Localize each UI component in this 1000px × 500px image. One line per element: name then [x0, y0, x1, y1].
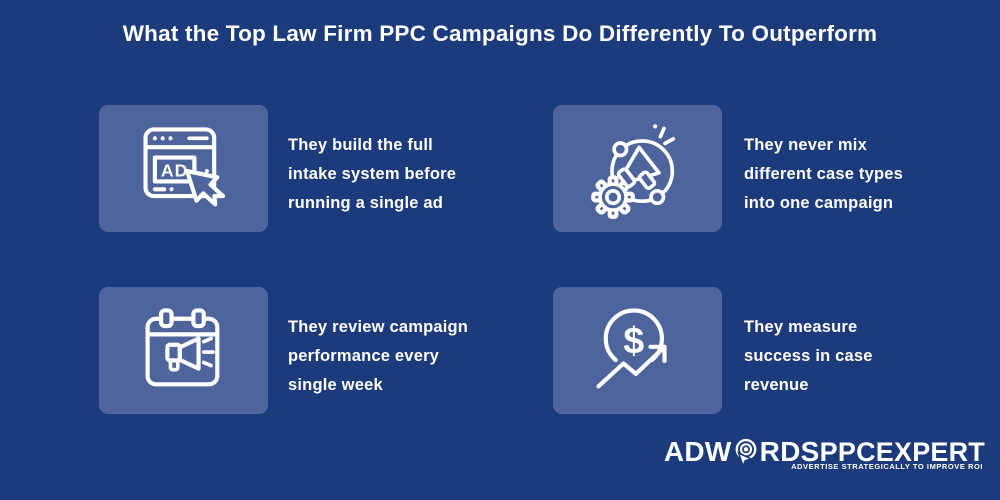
- feature-card-case-revenue: $: [553, 287, 722, 414]
- text-line: They build the full: [288, 136, 433, 154]
- dollar-growth-arrow-icon: $: [595, 307, 667, 388]
- text-line: into one campaign: [744, 194, 894, 212]
- text-line: revenue: [744, 376, 809, 394]
- page-title: What the Top Law Firm PPC Campaigns Do D…: [122, 21, 878, 46]
- text-line: They review campaign: [288, 318, 469, 336]
- text-line: running a single ad: [288, 194, 444, 212]
- feature-card-weekly-review: [99, 287, 268, 414]
- logo-bullseye-icon: [733, 438, 759, 469]
- feature-card-intake-system: AD: [99, 105, 268, 232]
- feature-card-case-types: [553, 105, 722, 232]
- megaphone-icon: [164, 335, 215, 372]
- megaphone-icon: [616, 145, 661, 190]
- logo-text-end: PPCEXPERT: [819, 436, 985, 467]
- text-line: intake system before: [288, 165, 457, 183]
- calendar-megaphone-icon: [145, 307, 219, 386]
- feature-text-case-types: They never mix different case types into…: [744, 131, 979, 218]
- megaphone-network-gear-icon: [590, 123, 675, 219]
- text-line: different case types: [744, 165, 903, 183]
- logo: ADW RDS PPCEXPERT ADVERTISE STRATEGICALL…: [663, 436, 985, 472]
- logo-tagline: ADVERTISE STRATEGICALLY TO IMPROVE ROI: [791, 462, 983, 471]
- logo-text-start: ADW: [663, 436, 732, 467]
- dollar-sign: $: [623, 319, 644, 361]
- feature-text-intake-system: They build the full intake system before…: [288, 131, 523, 218]
- cursor-arrow-icon: [184, 168, 225, 206]
- text-line: single week: [288, 376, 383, 394]
- cursor-arrow-icon: [736, 451, 754, 469]
- text-line: performance every: [288, 347, 440, 365]
- logo-text-mid: RDS: [759, 436, 820, 467]
- text-line: success in case: [744, 347, 873, 365]
- ad-label: AD: [160, 160, 188, 180]
- feature-text-case-revenue: They measure success in case revenue: [744, 313, 979, 400]
- text-line: They measure: [744, 318, 858, 336]
- feature-text-weekly-review: They review campaign performance every s…: [288, 313, 523, 400]
- text-line: They never mix: [744, 136, 867, 154]
- logo-wordmark: ADW RDS PPCEXPERT: [663, 436, 985, 469]
- ad-browser-cursor-icon: AD: [142, 126, 225, 206]
